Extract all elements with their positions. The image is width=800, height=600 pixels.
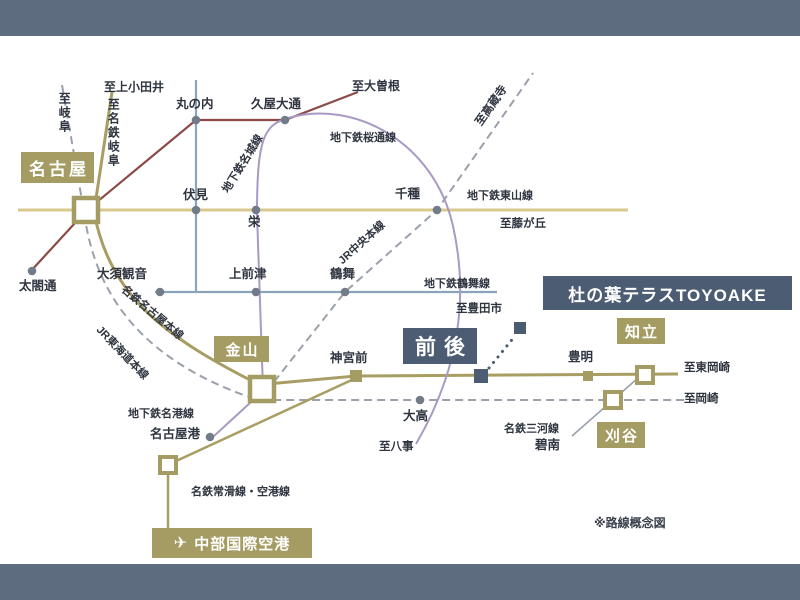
tsurumai-dot <box>340 287 350 297</box>
line-label-tokoname: 名鉄常滑線・空港線 <box>191 486 290 498</box>
jr-chuo-line <box>265 72 534 393</box>
property-connector-dotted-line <box>487 334 517 370</box>
hisayaodori-dot <box>280 115 290 125</box>
osu-kannon-dot <box>155 287 165 297</box>
dest-toyotashi: 至豊田市 <box>456 303 502 315</box>
airport-station-marker <box>158 455 178 475</box>
station-label-nagoyako: 名古屋港 <box>150 427 201 441</box>
dest-fujigaoka: 至藤が丘 <box>500 218 546 230</box>
station-label-odaka: 大高 <box>403 409 429 423</box>
dest-okazaki: 至岡崎 <box>684 393 719 405</box>
station-label-osu-kannon: 大須観音 <box>97 267 148 281</box>
airplane-icon: ✈ <box>173 535 189 552</box>
station-label-jingumae: 神宮前 <box>330 351 368 365</box>
meitetsu-main-line-north <box>92 91 255 384</box>
station-label-kamimaezu: 上前津 <box>229 267 267 281</box>
toyoake-station-marker <box>583 371 593 381</box>
marunouchi-dot <box>191 115 201 125</box>
dest-kamiotai: 至上小田井 <box>104 80 165 94</box>
station-box-zengo: 前後 <box>403 328 477 364</box>
property-name-box: 杜の葉テラスTOYOAKE <box>543 276 792 310</box>
meitetsu-main-line-east <box>255 372 679 387</box>
map-note: ※路線概念図 <box>594 516 666 530</box>
station-label-fushimi: 伏見 <box>183 188 209 202</box>
nagoyako-dot <box>205 432 215 442</box>
station-label-chikusa: 千種 <box>395 187 421 201</box>
kariya-station-marker <box>603 390 623 410</box>
jr-tokaido-line <box>61 84 698 401</box>
airport-label: 中部国際空港 <box>194 535 291 553</box>
chiryu-station-marker <box>635 365 655 385</box>
station-label-sakae: 栄 <box>248 215 261 229</box>
kamimaezu-dot <box>251 287 261 297</box>
dest-gifu: 至岐阜 <box>57 92 72 134</box>
top-bar <box>0 0 800 36</box>
station-box-kariya: 刈谷 <box>597 422 645 448</box>
dest-ozone: 至大曽根 <box>352 79 401 93</box>
nagoya-station-marker <box>71 195 101 225</box>
line-label-sakuradori: 地下鉄桜通線 <box>330 132 396 144</box>
dest-yagoto: 至八事 <box>379 441 414 453</box>
kanayama-station-marker <box>247 374 277 404</box>
dest-meitetsu-gifu: 至名鉄岐阜 <box>106 98 121 168</box>
chikusa-dot <box>432 205 442 215</box>
odaka-dot <box>415 395 425 405</box>
station-box-chiryu: 知立 <box>617 318 665 344</box>
station-label-tsurumai: 鶴舞 <box>330 267 356 281</box>
station-label-hisayaodori: 久屋大通 <box>251 97 302 111</box>
jingumae-station-marker <box>350 370 362 382</box>
station-box-airport: ✈ 中部国際空港 <box>152 528 312 558</box>
taikodori-dot <box>27 266 37 276</box>
tokoname-airport-line <box>166 376 357 528</box>
fushimi-dot <box>191 205 201 215</box>
line-label-higashiyama: 地下鉄東山線 <box>467 190 533 202</box>
property-marker <box>514 322 526 334</box>
zengo-station-marker <box>474 369 488 383</box>
sakae-dot <box>251 205 261 215</box>
station-label-marunouchi: 丸の内 <box>176 97 214 111</box>
station-label-taikodori: 太閤通 <box>19 279 57 293</box>
line-label-tsurumai: 地下鉄鶴舞線 <box>424 278 490 290</box>
station-label-hekinan: 碧南 <box>535 438 561 452</box>
bottom-bar <box>0 564 800 600</box>
tsurumai-line <box>155 80 497 294</box>
line-label-mikawa: 名鉄三河線 <box>504 423 559 435</box>
line-label-meiko: 地下鉄名港線 <box>128 408 194 420</box>
station-label-toyoake: 豊明 <box>568 350 594 364</box>
station-box-nagoya: 名古屋 <box>21 152 94 183</box>
dest-higashi-okazaki: 至東岡崎 <box>684 362 730 374</box>
station-box-kanayama: 金山 <box>214 336 269 362</box>
